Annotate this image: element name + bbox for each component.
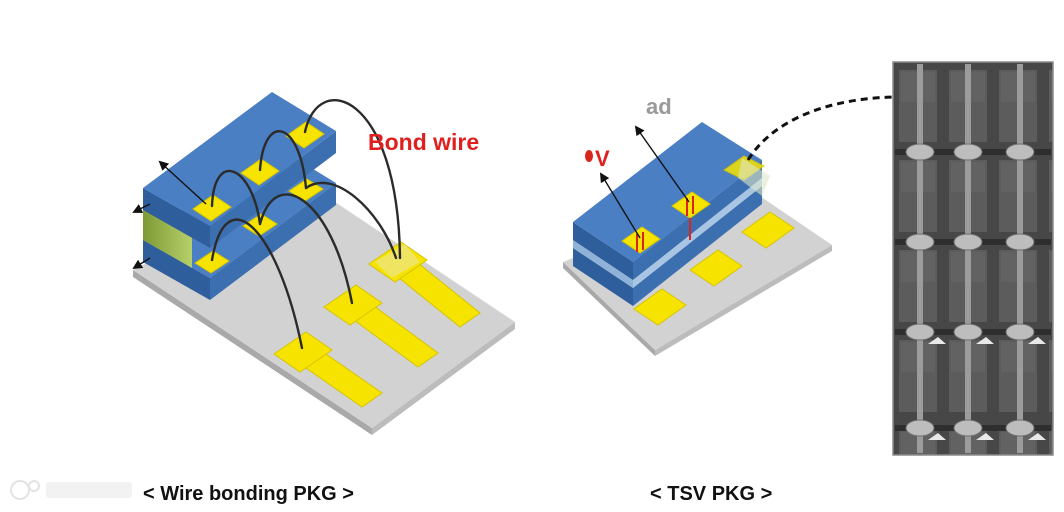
watermark-logo-mark [46,482,132,498]
watermark-logo-mark [28,480,40,492]
lower-chip-front-face [633,186,762,306]
substrate-side-left [133,270,372,435]
faded-label-top: ad [646,94,672,119]
translucent-overlay [738,158,770,196]
sem-microbump [953,143,983,161]
arrow [132,203,151,213]
sem-microbump [905,143,935,161]
tsv-caption: < TSV PKG > [650,483,772,505]
sem-via-column [1017,64,1023,453]
faded-label-left: V [595,146,610,171]
sem-void [1028,337,1046,344]
upper-chip-front-face [210,131,336,248]
sem-microbump [1005,233,1035,251]
arrow [132,257,151,270]
through-silicon-vias [636,196,694,252]
sem-void [928,337,946,344]
wire-bonding-caption: < Wire bonding PKG > [143,483,354,505]
lower-chip-pad [194,250,230,274]
sem-microbump [905,323,935,341]
sem-void [976,337,994,344]
sem-void [976,433,994,440]
upper-chip-pad [192,194,232,222]
interposer-layer-front [633,178,762,288]
arrow [634,125,690,203]
tsv-arrows [599,125,690,239]
sem-microbump [953,233,983,251]
sem-via-column [965,64,971,453]
wire-bonding-package: Bond wire < Wire bonding PKG > [132,92,515,505]
upper-chip-pad [240,158,280,186]
sem-via-column [917,64,923,453]
bond-finger-pad [323,284,383,326]
arrow [599,172,641,239]
sem-microbump [1005,323,1035,341]
substrate-side-right [372,322,515,435]
bond-wire [258,130,308,190]
arrow [158,160,207,205]
upper-chip-top-face [573,122,762,262]
translucent-overlay [375,244,420,278]
lower-chip-left-face [143,240,210,300]
lower-chip-left-face [573,248,633,306]
bond-wire-callout: Bond wire [368,129,479,155]
bond-fingers [273,241,481,408]
bond-finger-pad [273,331,333,373]
watermark-logo [10,480,132,500]
sem-microbump [1005,143,1035,161]
upper-chip-left-face [573,222,633,280]
substrate-pad [741,211,795,249]
sem-void [1028,433,1046,440]
sem-void [928,433,946,440]
dashed-pointer-arrow [746,90,909,161]
substrate-pad [633,288,687,326]
red-mark [585,150,593,162]
bond-wire [304,181,398,260]
substrate-side-right [655,245,832,356]
upper-chip-front-face [633,160,762,280]
left-arrows [132,160,207,270]
bond-wire [210,169,262,226]
upper-chip [143,92,336,248]
sem-microbump [905,233,935,251]
upper-chip-left-face [143,188,210,248]
lower-chip-front-face [210,183,336,300]
substrate-pad [689,249,743,287]
bond-wire [303,99,402,260]
bond-wire [258,193,354,305]
die-attach-spacer [143,205,192,268]
watermark-logo-mark [10,480,30,500]
bond-wires [210,99,402,350]
substrate-pads [633,211,795,326]
sem-border [892,61,1054,456]
sem-microbump [953,419,983,437]
sem-microbump [1005,419,1035,437]
tsv-package: ad V < TSV PKG > [563,61,1054,505]
sem-cross-section-image [892,61,1054,456]
upper-chip-pad [285,121,325,149]
sem-microbump [905,419,935,437]
interposer-layer-left [573,240,633,288]
sem-microbump [953,323,983,341]
upper-chip-top-face [143,92,336,226]
substrate-side-left [563,262,655,356]
bond-wire [210,218,304,350]
tsv-chip-stack [573,122,762,306]
